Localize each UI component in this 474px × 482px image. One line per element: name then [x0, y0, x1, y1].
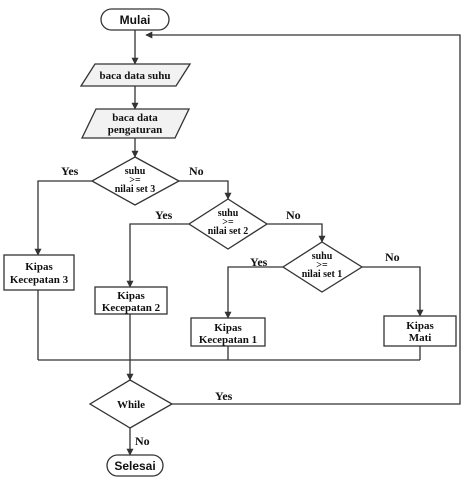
decision-3-no-label: No	[189, 164, 204, 178]
fan-speed-2-box: Kipas Kecepatan 2	[94, 286, 168, 315]
decision-set-3-line-3: nilai set 3	[115, 184, 156, 195]
edge-decision-3-yes	[34, 180, 92, 256]
read-settings-label-line-1: baca data	[112, 112, 158, 124]
fan-off-box: Kipas Mati	[383, 315, 457, 347]
decision-set-1-line-2: >=	[316, 260, 328, 271]
fan-speed-3-box: Kipas Kecepatan 3	[3, 254, 75, 291]
edge-decision-2-yes	[126, 223, 189, 288]
while-no-label: No	[135, 434, 150, 448]
decision-1-no-label: No	[385, 250, 400, 264]
edge-decision-3-no	[179, 180, 232, 200]
fan-speed-2-line-1: Kipas	[117, 290, 145, 302]
decision-set-3-line-1: suhu	[125, 166, 146, 177]
decision-set-1: suhu >= nilai set 1	[281, 241, 364, 293]
edge-decision-1-yes	[224, 266, 283, 319]
decision-set-3: suhu >= nilai set 3	[90, 156, 181, 206]
decision-2-yes-label: Yes	[155, 208, 173, 222]
edge-decision-2-no	[267, 223, 326, 243]
decision-2-no-label: No	[286, 208, 301, 222]
read-settings-input: baca data pengaturan	[80, 108, 191, 139]
read-temperature-label: baca data suhu	[100, 70, 171, 82]
fan-off-line-2: Mati	[409, 332, 432, 344]
decision-set-2-line-1: suhu	[218, 208, 239, 219]
read-temperature-input: baca data suhu	[79, 63, 192, 87]
fan-speed-1-line-1: Kipas	[214, 322, 242, 334]
fan-speed-3-line-2: Kecepatan 3	[10, 274, 69, 286]
connectors	[34, 30, 461, 456]
end-label: Selesai	[114, 459, 155, 473]
start-terminal: Mulai	[100, 8, 170, 31]
end-terminal: Selesai	[106, 454, 164, 477]
start-label: Mulai	[120, 13, 151, 27]
while-label: While	[117, 399, 145, 411]
edge-decision-1-no	[362, 266, 424, 317]
decision-set-2-line-2: >=	[222, 217, 234, 228]
fan-off-line-1: Kipas	[406, 320, 434, 332]
fan-speed-2-line-2: Kecepatan 2	[102, 302, 161, 314]
while-yes-label: Yes	[215, 389, 233, 403]
decision-set-2-line-3: nilai set 2	[208, 226, 249, 237]
edge-labels: Yes No Yes No Yes No Yes No	[61, 164, 400, 448]
edge-while-yes-loop	[145, 31, 461, 405]
decision-set-2: suhu >= nilai set 2	[187, 198, 269, 250]
read-settings-label-line-2: pengaturan	[108, 124, 162, 136]
decision-3-yes-label: Yes	[61, 164, 79, 178]
fan-speed-1-box: Kipas Kecepatan 1	[190, 317, 266, 347]
fan-speed-1-line-2: Kecepatan 1	[199, 334, 257, 346]
decision-set-3-line-2: >=	[129, 175, 141, 186]
while-decision: While	[88, 379, 174, 429]
decision-set-1-line-1: suhu	[312, 251, 333, 262]
decision-1-yes-label: Yes	[250, 255, 268, 269]
decision-set-1-line-3: nilai set 1	[302, 269, 343, 280]
fan-speed-3-line-1: Kipas	[25, 261, 53, 273]
